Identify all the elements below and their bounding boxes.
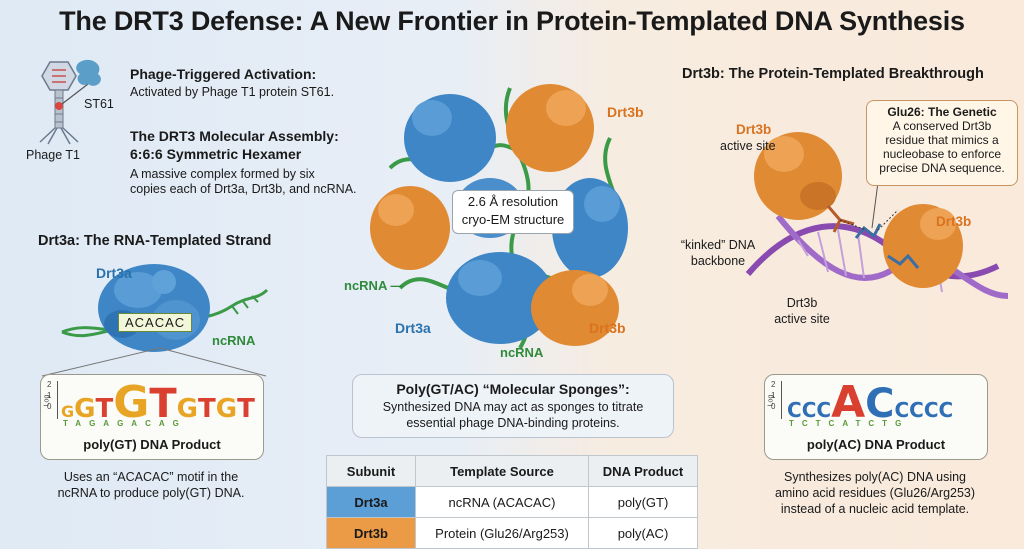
poly-gt-logo: GGTGTGTGT	[61, 377, 255, 428]
table-row: Drt3b Protein (Glu26/Arg253) poly(AC)	[326, 517, 698, 549]
table-header-row: Subunit Template Source DNA Product	[326, 455, 698, 487]
drt3b-heading: Drt3b: The Protein-Templated Breakthroug…	[682, 66, 984, 82]
poly-ac-logo-box: 2 1 0 Log CCCACCCCC TCTCATCTG poly(AC) DNA…	[764, 374, 988, 460]
active-site-top-label-1: Drt3b	[736, 122, 772, 137]
cryo-em-label: 2.6 Å resolution cryo-EM structure	[452, 190, 574, 234]
logo-axis-ticks: 2 1 0	[771, 379, 775, 412]
active-site-bottom-label-1: Drt3b	[786, 296, 818, 310]
table-cell-subunit: Drt3a	[326, 486, 416, 518]
center-drt3a-label: Drt3a	[395, 320, 431, 336]
center-drt3b-top-label: Drt3b	[607, 104, 644, 120]
logo-axis-label: Log	[43, 394, 51, 407]
drt3b-caption-2: amino acid residues (Glu26/Arg253)	[774, 486, 976, 500]
glu26-callout: Glu26: The Genetic A conserved Drt3b res…	[866, 100, 1018, 186]
poly-ac-logo-minor: TCTCATCTG	[789, 419, 910, 428]
drt3a-caption-2: ncRNA to produce poly(GT) DNA.	[57, 486, 245, 500]
table-row: Drt3a ncRNA (ACACAC) poly(GT)	[326, 486, 698, 518]
table-cell-product: poly(GT)	[588, 486, 698, 518]
logo-axis-line	[781, 381, 782, 419]
acacac-motif-box: ACACAC	[118, 313, 193, 332]
sponges-line-2: essential phage DNA-binding proteins.	[406, 416, 620, 430]
poly-ac-logo-title: poly(AC) DNA Product	[806, 437, 946, 452]
glu26-line-1: A conserved Drt3b	[892, 119, 992, 133]
drt3b-dna-illustration	[745, 105, 1009, 299]
assembly-heading-1: The DRT3 Molecular Assembly:	[130, 128, 339, 144]
page-title: The DRT3 Defense: A New Frontier in Prot…	[59, 6, 965, 36]
tick-2: 2	[771, 380, 776, 389]
drt3b-caption-1: Synthesizes poly(AC) DNA using	[783, 470, 967, 484]
glu26-line-4: precise DNA sequence.	[879, 161, 1005, 175]
cryo-em-line-2: cryo-EM structure	[461, 212, 565, 227]
tick-1: 1	[771, 391, 776, 400]
tick-0: 0	[47, 402, 52, 411]
table-cell-product: poly(AC)	[588, 517, 698, 549]
table-header: DNA Product	[588, 455, 698, 487]
tick-1: 1	[47, 391, 52, 400]
drt3a-protein-label: Drt3a	[96, 265, 132, 281]
poly-ac-logo: CCCACCCCC	[787, 377, 954, 428]
center-ncrna-bottom-label: ncRNA	[500, 345, 544, 360]
logo-axis-label: Log	[767, 394, 775, 407]
poly-gt-logo-minor: TAGAGACAG	[63, 419, 187, 428]
kinked-dna-label-1: “kinked” DNA	[680, 238, 756, 252]
sponges-line-1: Synthesized DNA may act as sponges to ti…	[382, 400, 644, 414]
drt3b-caption-3: instead of a nucleic acid template.	[780, 502, 970, 516]
poly-gt-logo-box: 2 1 0 Log GGTGTGTGT TAGAGACAG poly(GT) DNA…	[40, 374, 264, 460]
tick-2: 2	[47, 380, 52, 389]
logo-axis-line	[57, 381, 58, 419]
table-cell-source: Protein (Glu26/Arg253)	[415, 517, 589, 549]
assembly-heading-2: 6:6:6 Symmetric Hexamer	[130, 146, 302, 162]
logo-axis-ticks: 2 1 0	[47, 379, 51, 412]
table-cell-source: ncRNA (ACACAC)	[415, 486, 589, 518]
center-ncrna-left-label: ncRNA —	[344, 278, 404, 293]
drt3a-heading: Drt3a: The RNA-Templated Strand	[38, 233, 272, 249]
molecular-sponges-callout: Poly(GT/AC) “Molecular Sponges”: Synthes…	[352, 374, 674, 438]
table-cell-subunit: Drt3b	[326, 517, 416, 549]
phage-t1-icon	[39, 59, 101, 145]
center-drt3b-bottom-label: Drt3b	[589, 320, 626, 336]
table-header: Subunit	[326, 455, 416, 487]
phage-label: Phage T1	[26, 148, 80, 162]
subunit-table: Subunit Template Source DNA Product Drt3…	[326, 455, 698, 549]
glu26-line-2: residue that mimics a	[885, 133, 999, 147]
sponges-heading: Poly(GT/AC) “Molecular Sponges”:	[396, 381, 630, 397]
drt3b-right-label: Drt3b	[936, 214, 972, 229]
active-site-bottom-label-2: active site	[774, 312, 830, 326]
cryo-em-line-1: 2.6 Å resolution	[467, 194, 559, 209]
drt3a-caption-1: Uses an “ACACAC” motif in the	[63, 470, 239, 484]
zoom-lines	[41, 347, 267, 377]
tick-0: 0	[771, 402, 776, 411]
glu26-heading: Glu26: The Genetic	[887, 105, 997, 119]
assembly-text-1: A massive complex formed by six	[130, 167, 315, 181]
glu26-line-3: nucleobase to enforce	[882, 147, 1002, 161]
active-site-top-label-2: active site	[720, 139, 776, 153]
assembly-text-2: copies each of Drt3a, Drt3b, and ncRNA.	[130, 182, 357, 196]
phage-text: Activated by Phage T1 protein ST61.	[130, 85, 335, 99]
st61-label: ST61	[84, 97, 114, 111]
phage-heading: Phage-Triggered Activation:	[130, 66, 317, 82]
kinked-dna-label-2: backbone	[690, 254, 746, 268]
poly-gt-logo-title: poly(GT) DNA Product	[83, 437, 221, 452]
drt3a-ncrna-label: ncRNA	[212, 333, 256, 348]
table-header: Template Source	[415, 455, 589, 487]
